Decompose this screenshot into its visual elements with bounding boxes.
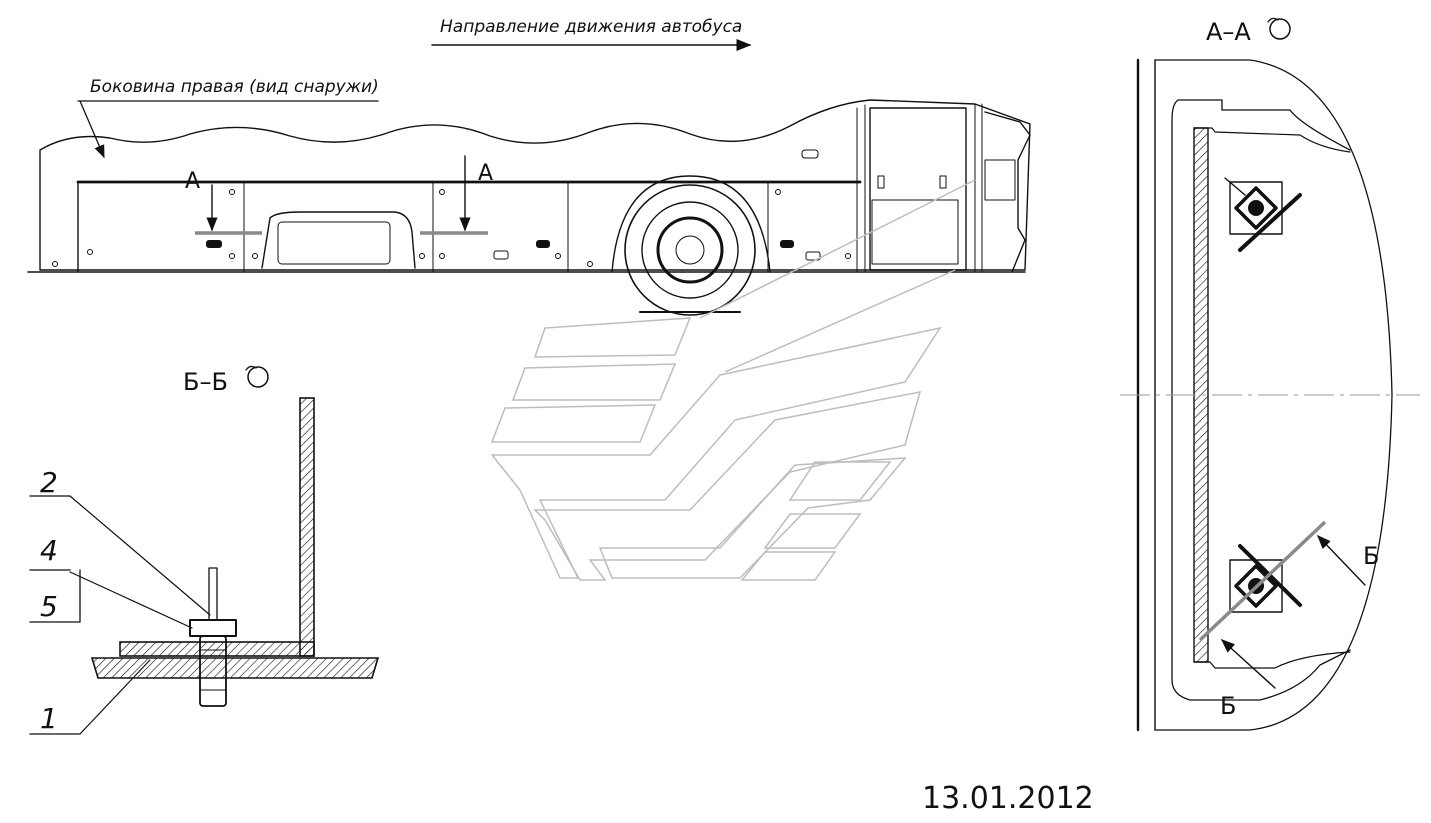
section-b-marker-bottom: Б: [1220, 692, 1236, 720]
section-b-title: Б–Б: [183, 368, 228, 396]
section-a-title: А–А: [1206, 18, 1251, 46]
section-a-marker-right: А: [459, 155, 493, 232]
direction-indicator: Направление движения автобуса: [431, 17, 752, 51]
side-label: Боковина правая (вид снаружи): [90, 77, 379, 97]
callout-4: 4: [40, 534, 58, 567]
svg-text:А: А: [185, 169, 200, 194]
rotation-symbol-icon: [1269, 18, 1291, 40]
section-a-marker-left: А: [185, 169, 218, 232]
bus-side-view: [27, 99, 1031, 316]
drawing-date: 13.01.2012: [922, 781, 1094, 816]
livery-stripes: [490, 179, 976, 581]
section-b-marker-top: Б: [1363, 542, 1379, 570]
callout-1: 1: [40, 702, 58, 735]
svg-text:А: А: [478, 161, 493, 186]
section-b-detail: Б–Б 2 4 5 1: [29, 365, 380, 735]
direction-label: Направление движения автобуса: [440, 17, 742, 37]
callout-2: 2: [40, 466, 58, 499]
rotation-symbol-icon: [247, 366, 269, 388]
side-label-group: Боковина правая (вид снаружи): [77, 77, 379, 159]
callout-5: 5: [40, 590, 58, 623]
section-a-detail: А–А Б Б: [1120, 17, 1420, 732]
